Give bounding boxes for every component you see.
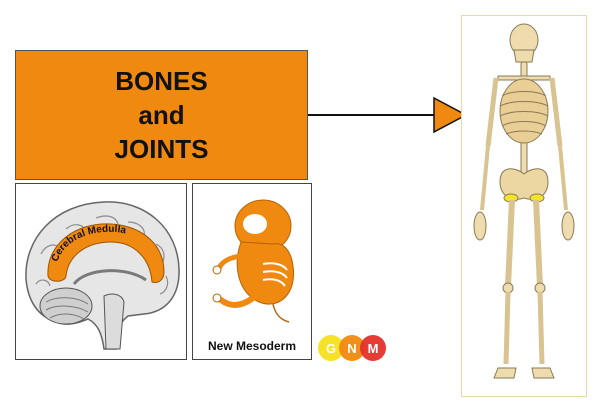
gnm-logo-n-circle: [339, 335, 365, 361]
title-line-1: BONES: [115, 66, 208, 96]
gnm-logo-m-circle: [360, 335, 386, 361]
left-tibia: [503, 291, 511, 365]
right-forearm: [558, 145, 568, 211]
left-forearm: [480, 145, 490, 211]
gnm-letter-g: G: [326, 341, 336, 356]
left-femur: [505, 199, 515, 287]
gnm-letter-n: N: [347, 341, 356, 356]
brain-section-panel: Cerebral Medulla: [15, 183, 187, 360]
right-arrow-icon: [308, 96, 468, 134]
embryo-illustration: [212, 199, 295, 323]
human-skeleton-illustration: [473, 23, 575, 379]
right-hand: [561, 211, 575, 241]
gnm-letter-m: M: [368, 341, 379, 356]
skeleton-panel: [461, 15, 587, 397]
right-tibia: [537, 291, 545, 365]
title-line-3: JOINTS: [114, 134, 209, 164]
left-upper-arm: [485, 77, 499, 147]
brain-sagittal-illustration: Cerebral Medulla: [25, 201, 180, 350]
bones-joints-title-box: BONES and JOINTS: [15, 50, 308, 180]
right-upper-arm: [549, 77, 563, 147]
right-foot: [531, 367, 555, 379]
gnm-logo: G N M: [318, 335, 386, 361]
right-femur: [533, 199, 543, 287]
new-mesoderm-caption: New Mesoderm: [207, 339, 297, 353]
embryo-panel: New Mesoderm: [192, 183, 312, 360]
gnm-logo-g-circle: [318, 335, 344, 361]
left-foot: [493, 367, 517, 379]
title-line-2: and: [138, 100, 185, 130]
left-hand: [473, 211, 487, 241]
